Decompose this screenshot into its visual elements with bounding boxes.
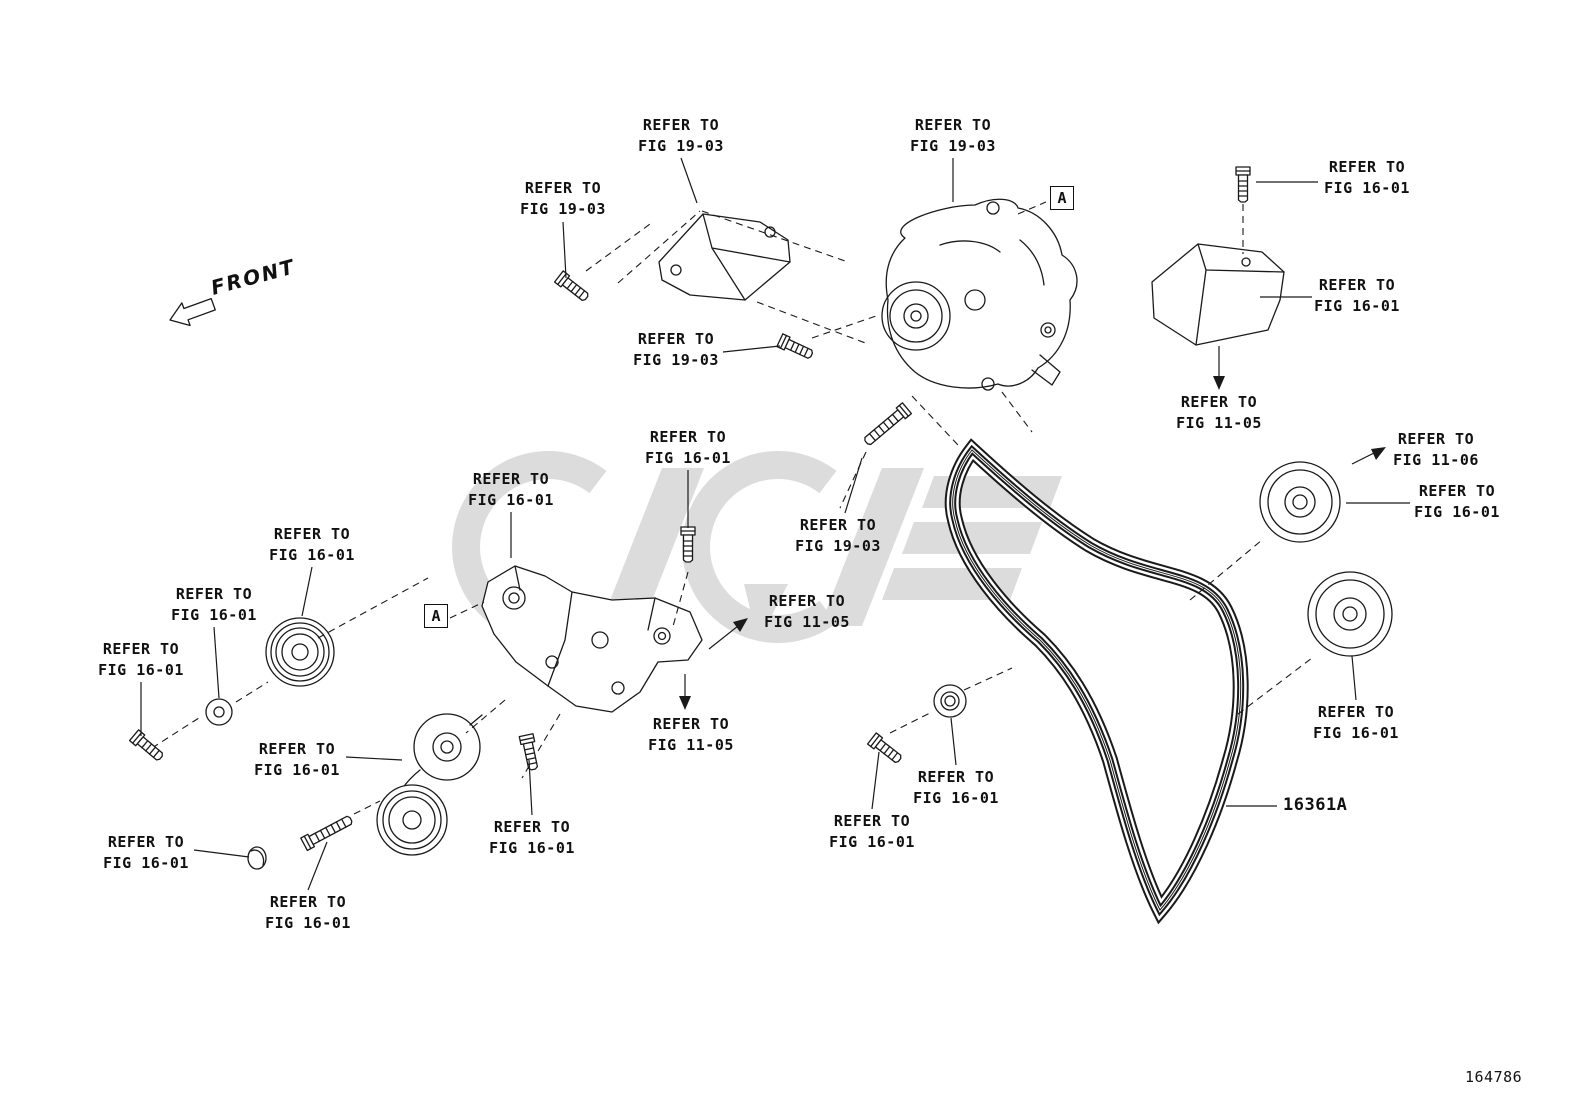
- refer-callout: REFER TO FIG 16-01: [269, 524, 355, 566]
- doc-number: 164786: [1465, 1068, 1523, 1086]
- callout-line2: FIG 16-01: [98, 661, 184, 679]
- refer-callout: REFER TO FIG 16-01: [913, 767, 999, 809]
- refer-callout: REFER TO FIG 19-03: [795, 515, 881, 557]
- refer-callout: REFER TO FIG 16-01: [468, 469, 554, 511]
- idler-pulley-lower-right-drawing: [1307, 571, 1393, 657]
- refer-callout: REFER TO FIG 16-01: [1313, 702, 1399, 744]
- callout-line1: REFER TO: [1180, 393, 1258, 411]
- callout-line2: FIG 16-01: [489, 839, 575, 857]
- callout-line1: REFER TO: [258, 740, 336, 758]
- callout-line2: FIG 11-05: [1176, 414, 1262, 432]
- refer-callout: REFER TO FIG 11-05: [1176, 392, 1262, 434]
- callout-line2: FIG 16-01: [171, 606, 257, 624]
- refer-callout: REFER TO FIG 16-01: [829, 811, 915, 853]
- cover-plate-drawing: [658, 213, 791, 301]
- refer-callout: REFER TO FIG 16-01: [103, 832, 189, 874]
- callout-line1: REFER TO: [273, 525, 351, 543]
- callout-line2: FIG 19-03: [520, 200, 606, 218]
- construction-dashed-lines: [151, 201, 1313, 815]
- callout-line1: REFER TO: [833, 812, 911, 830]
- callout-line1: REFER TO: [1317, 703, 1395, 721]
- callout-line1: REFER TO: [637, 330, 715, 348]
- refer-callout: REFER TO FIG 11-05: [764, 591, 850, 633]
- alternator-drawing: [881, 198, 1078, 391]
- callout-line1: REFER TO: [1328, 158, 1406, 176]
- callout-line1: REFER TO: [107, 833, 185, 851]
- callout-line2: FIG 16-01: [645, 449, 731, 467]
- serpentine-belt-drawing: [953, 450, 1241, 910]
- refer-callout: REFER TO FIG 16-01: [1324, 157, 1410, 199]
- callout-line1: REFER TO: [472, 470, 550, 488]
- direction-arrows: [679, 346, 1386, 710]
- refer-callout: REFER TO FIG 11-06: [1393, 429, 1479, 471]
- idler-pulley-upper-right-drawing: [1259, 461, 1341, 543]
- callout-line2: FIG 16-01: [1314, 297, 1400, 315]
- refer-callout: REFER TO FIG 19-03: [638, 115, 724, 157]
- callout-line1: REFER TO: [175, 585, 253, 603]
- callout-line2: FIG 16-01: [1414, 503, 1500, 521]
- callout-line1: REFER TO: [799, 516, 877, 534]
- callout-line2: FIG 16-01: [265, 914, 351, 932]
- callout-line1: REFER TO: [493, 818, 571, 836]
- callout-line2: FIG 16-01: [468, 491, 554, 509]
- callout-line1: REFER TO: [642, 116, 720, 134]
- callout-line2: FIG 16-01: [103, 854, 189, 872]
- callout-line2: FIG 16-01: [254, 761, 340, 779]
- callout-line1: REFER TO: [1418, 482, 1496, 500]
- callout-line2: FIG 19-03: [795, 537, 881, 555]
- callout-line2: FIG 19-03: [910, 137, 996, 155]
- leader-lines: [140, 157, 1410, 891]
- callout-line2: FIG 11-05: [764, 613, 850, 631]
- idler-pulley-left-drawing: [265, 617, 335, 687]
- bracket-drawing: [481, 565, 703, 713]
- washer-right-drawing: [933, 684, 967, 718]
- refer-callout: REFER TO FIG 16-01: [265, 892, 351, 934]
- callout-line1: REFER TO: [768, 592, 846, 610]
- callout-line2: FIG 19-03: [638, 137, 724, 155]
- callout-line1: REFER TO: [1318, 276, 1396, 294]
- refer-callout: REFER TO FIG 16-01: [98, 639, 184, 681]
- callout-line2: FIG 11-06: [1393, 451, 1479, 469]
- callout-line2: FIG 16-01: [829, 833, 915, 851]
- part-number-label: 16361A: [1283, 795, 1348, 815]
- refer-callout: REFER TO FIG 16-01: [645, 427, 731, 469]
- callout-line1: REFER TO: [269, 893, 347, 911]
- callout-line1: REFER TO: [914, 116, 992, 134]
- callout-line2: FIG 16-01: [913, 789, 999, 807]
- view-marker-a-top: A: [1050, 186, 1074, 210]
- callout-line2: FIG 16-01: [1313, 724, 1399, 742]
- callout-line2: FIG 11-05: [648, 736, 734, 754]
- refer-callout: REFER TO FIG 16-01: [254, 739, 340, 781]
- callout-line2: FIG 16-01: [269, 546, 355, 564]
- view-marker-a-left: A: [424, 604, 448, 628]
- callout-line1: REFER TO: [1397, 430, 1475, 448]
- callout-line2: FIG 16-01: [1324, 179, 1410, 197]
- refer-callout: REFER TO FIG 19-03: [910, 115, 996, 157]
- callout-line1: REFER TO: [649, 428, 727, 446]
- callout-line1: REFER TO: [652, 715, 730, 733]
- refer-callout: REFER TO FIG 16-01: [1414, 481, 1500, 523]
- refer-callout: REFER TO FIG 11-05: [648, 714, 734, 756]
- refer-callout: REFER TO FIG 19-03: [520, 178, 606, 220]
- refer-callout: REFER TO FIG 16-01: [489, 817, 575, 859]
- refer-callout: REFER TO FIG 19-03: [633, 329, 719, 371]
- callout-line2: FIG 19-03: [633, 351, 719, 369]
- cap-drawing: [247, 846, 267, 870]
- refer-callout: REFER TO FIG 16-01: [1314, 275, 1400, 317]
- refer-callout: REFER TO FIG 16-01: [171, 584, 257, 626]
- tensioner-drawing: [376, 713, 483, 856]
- callout-line1: REFER TO: [102, 640, 180, 658]
- washer-left-drawing: [205, 698, 233, 726]
- front-arrow-icon: [169, 297, 216, 327]
- right-cover-drawing: [1151, 243, 1285, 346]
- callout-line1: REFER TO: [917, 768, 995, 786]
- callout-line1: REFER TO: [524, 179, 602, 197]
